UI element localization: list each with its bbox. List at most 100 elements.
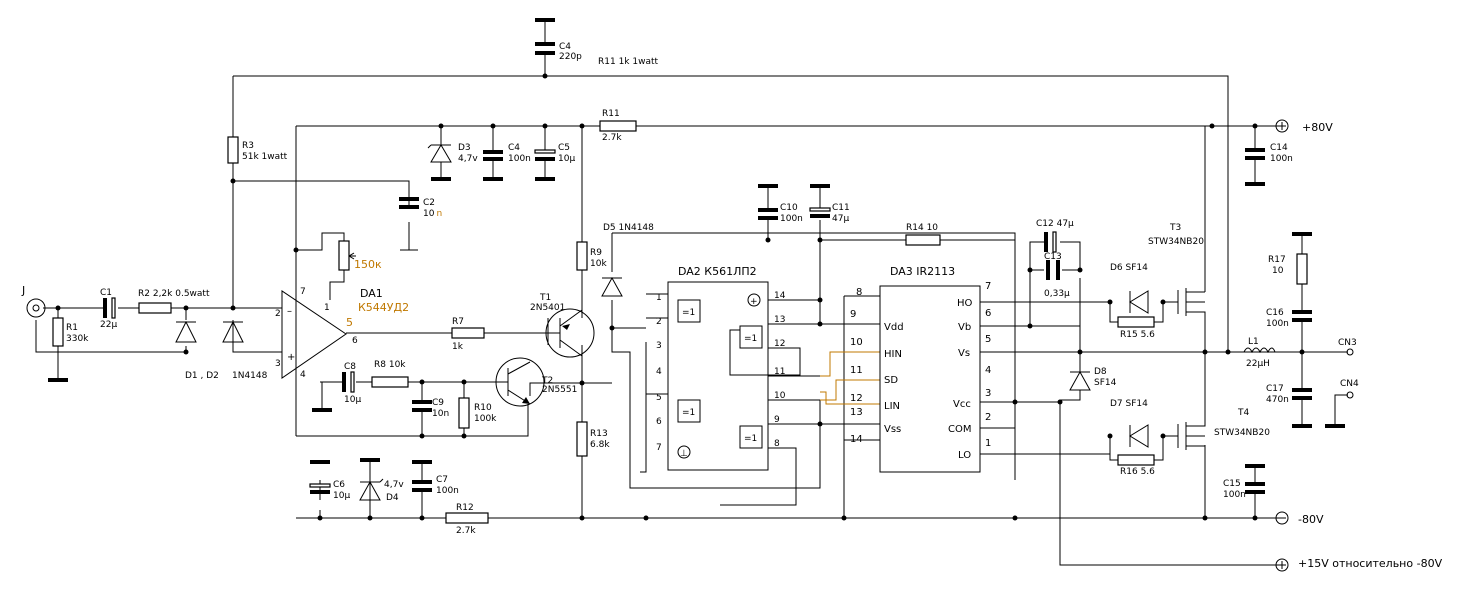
svg-text:+: + (750, 297, 758, 307)
da1-pin: 5 (346, 316, 353, 329)
opamp-da1: – + (281, 290, 347, 379)
label-c15-value: 100n (1223, 490, 1246, 500)
label-d8-value: SF14 (1094, 378, 1117, 388)
da2-pin: 10 (774, 391, 786, 401)
label-c8: C8 (344, 362, 356, 372)
da1-pin: 4 (300, 370, 306, 380)
da1-pin: 1 (324, 303, 330, 313)
label-r13: R13 (590, 429, 608, 439)
label-c16-value: 100n (1266, 319, 1289, 329)
resistors (52, 120, 1308, 524)
da1-pin: 6 (352, 336, 358, 346)
da3-pin-num: 4 (985, 365, 991, 376)
label-c12: C12 47µ (1036, 219, 1074, 229)
da1-pin: 3 (275, 359, 281, 369)
label-r3: R3 (242, 141, 254, 151)
svg-text:⊥: ⊥ (680, 449, 688, 459)
resistor-r17 (1296, 253, 1308, 285)
xor-label: =1 (744, 434, 757, 444)
label-c4-top: C4 (559, 42, 571, 52)
label-t1: T1 (539, 293, 551, 303)
da1-pin: 2 (275, 309, 281, 319)
da3-pin-name: LO (958, 450, 971, 461)
label-da1: DA1 (360, 287, 383, 300)
resistor-r16 (1117, 454, 1155, 466)
zener-d4 (359, 478, 384, 501)
xor-label: =1 (682, 308, 695, 318)
sd-wire (820, 379, 880, 401)
label-d1-d2: D1 , D2 (185, 371, 219, 381)
da2-pin: 11 (774, 367, 785, 377)
label-t2-type: 2N5551 (542, 385, 577, 395)
svg-text:+: + (287, 352, 295, 363)
da3-pin-name: Vss (884, 424, 901, 435)
da2-pin: 2 (656, 317, 662, 327)
label-r17: R17 (1268, 255, 1286, 265)
junctions (55, 73, 1305, 521)
diode-d8 (1069, 370, 1091, 391)
da3-pin-name: HO (957, 298, 973, 309)
label-r9-value: 10k (590, 259, 607, 269)
label-l1: L1 (1248, 337, 1259, 347)
resistor-r8 (371, 376, 409, 388)
da2-pin: 8 (774, 439, 780, 449)
label-c2: C2 (423, 198, 435, 208)
supply-bars (48, 18, 1345, 468)
label-c9-value: 10n (432, 409, 449, 419)
da3-pin-num: 1 (985, 438, 991, 449)
da3-pin-num: 2 (985, 412, 991, 423)
resistor-r2 (138, 302, 172, 314)
label-d4: D4 (386, 493, 399, 503)
da2-pin: 7 (656, 443, 662, 453)
da2-pin: 12 (774, 339, 785, 349)
label-c11-value: 47µ (832, 214, 849, 224)
label-c13: C13 (1044, 252, 1062, 262)
label-t2: T2 (541, 376, 553, 386)
ic-da3 (879, 285, 981, 473)
diode-d7 (1129, 424, 1149, 448)
label-t4: T4 (1237, 408, 1249, 418)
resistor-r14 (905, 234, 941, 246)
label-c13-value: 0,33µ (1044, 289, 1070, 299)
label-r11-value: 2.7k (602, 133, 622, 143)
label-c8-value: 10µ (344, 395, 361, 405)
label-c15: C15 (1223, 479, 1241, 489)
label-d3: D3 (458, 143, 471, 153)
label-plus80: +80V (1302, 121, 1333, 134)
label-r1: R1 (66, 323, 78, 333)
label-r11-top: R11 1k 1watt (598, 57, 658, 67)
label-c5: C5 (558, 143, 570, 153)
transistor-t2 (495, 357, 545, 407)
potentiometer (338, 240, 350, 271)
da3-pin-name: HIN (884, 349, 902, 360)
label-c4-top-value: 220p (559, 52, 582, 62)
label-d8: D8 (1094, 367, 1107, 377)
da2-pin: 13 (774, 315, 785, 325)
da3-pin-name: Vcc (953, 399, 971, 410)
resistor-r9 (576, 241, 588, 271)
labels: J R1 330k C1 22µ R2 2,2k 0.5watt D1 , D2… (21, 42, 1443, 570)
da3-pin-num: 3 (985, 388, 991, 399)
label-c14-value: 100n (1270, 154, 1293, 164)
label-r7: R7 (452, 317, 464, 327)
da1-pin: 7 (300, 287, 306, 297)
label-t1-type: 2N5401 (530, 303, 565, 313)
da2-pin: 14 (774, 291, 786, 301)
diode-d5 (601, 276, 623, 297)
label-d4-value: 4,7v (384, 480, 404, 490)
label-r7-value: 1k (452, 342, 464, 352)
da2-pin: 3 (656, 341, 662, 351)
da3-pin-num: 14 (850, 434, 863, 445)
da2-pin: 4 (656, 367, 662, 377)
label-c10: C10 (780, 203, 798, 213)
label-d7: D7 SF14 (1110, 399, 1148, 409)
resistor-r13 (576, 421, 588, 457)
resistor-r3 (227, 136, 239, 164)
zener-d3 (427, 144, 452, 163)
label-t3: T3 (1169, 223, 1181, 233)
rail-terminals (1275, 119, 1354, 572)
pot-wiper (348, 252, 356, 260)
label-c9: C9 (432, 398, 444, 408)
